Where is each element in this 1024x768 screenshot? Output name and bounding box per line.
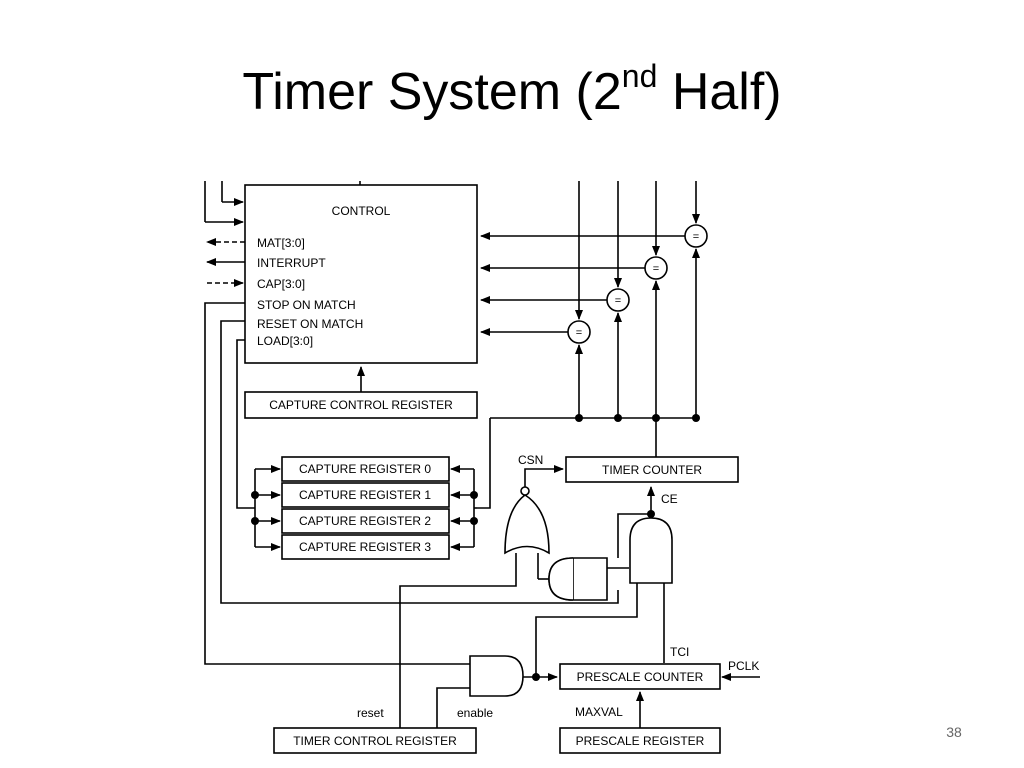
control-signal-mat: MAT[3:0] (257, 236, 305, 250)
reset-label: reset (357, 706, 384, 720)
control-signal-reset-on-match: RESET ON MATCH (257, 317, 363, 331)
page-number: 38 (946, 724, 962, 740)
capture-register-0 (281, 456, 450, 482)
control-signal-load: LOAD[3:0] (257, 334, 313, 348)
csn-label: CSN (518, 453, 543, 467)
prescale-register (559, 727, 721, 754)
timer-control-register (273, 727, 477, 754)
comparator-1 (606, 288, 630, 312)
control-signal-stop-on-match: STOP ON MATCH (257, 298, 356, 312)
timer-counter-label: TIMER COUNTER (602, 463, 702, 477)
and-gate-ce (629, 517, 673, 584)
control-signal-interrupt: INTERRUPT (257, 256, 326, 270)
timer-counter (565, 456, 739, 483)
ce-label: CE (661, 492, 678, 506)
capture-register-2-label: CAPTURE REGISTER 2 (299, 514, 431, 528)
capture-register-1 (281, 482, 450, 508)
comparator-2-symbol: = (653, 263, 659, 275)
slide-title: Timer System (2nd Half) (242, 58, 782, 121)
comparator-2 (644, 256, 668, 280)
comparator-3 (684, 224, 708, 248)
comparator-1-symbol: = (615, 295, 621, 307)
capture-register-3-label: CAPTURE REGISTER 3 (299, 540, 431, 554)
pclk-label: PCLK (728, 659, 759, 673)
prescale-counter (559, 663, 721, 690)
maxval-label: MAXVAL (575, 705, 623, 719)
enable-label: enable (457, 706, 493, 720)
capture-register-1-label: CAPTURE REGISTER 1 (299, 488, 431, 502)
capture-register-0-label: CAPTURE REGISTER 0 (299, 462, 431, 476)
and-gate-enable (469, 655, 524, 697)
nor-gate (504, 494, 550, 555)
capture-control-register-label: CAPTURE CONTROL REGISTER (269, 398, 453, 412)
control-block (244, 184, 478, 364)
comparator-0-symbol: = (576, 327, 582, 339)
comparator-3-symbol: = (693, 231, 699, 243)
comparator-0 (567, 320, 591, 344)
control-title: CONTROL (332, 204, 391, 218)
control-signal-cap: CAP[3:0] (257, 277, 305, 291)
capture-register-3 (281, 534, 450, 560)
tci-label: TCI (670, 645, 689, 659)
capture-control-register (244, 391, 478, 419)
capture-register-2 (281, 508, 450, 534)
prescale-register-label: PRESCALE REGISTER (576, 734, 705, 748)
timer-control-register-label: TIMER CONTROL REGISTER (293, 734, 457, 748)
prescale-counter-label: PRESCALE COUNTER (577, 670, 704, 684)
